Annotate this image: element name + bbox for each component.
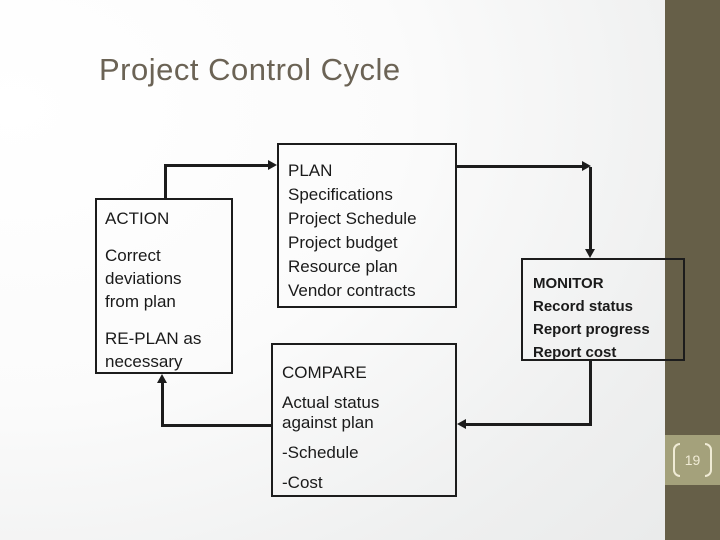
monitor-to-compare-connector: [589, 361, 592, 423]
page-number-badge: 19: [665, 435, 720, 485]
compare-to-action-connector: [161, 383, 164, 427]
plan-box-item: Project Schedule: [288, 209, 417, 228]
arrowhead-into-action-icon: [157, 374, 167, 383]
plan-box: PLAN Specifications Project Schedule Pro…: [277, 143, 457, 308]
monitor-box-item: Report progress: [533, 321, 650, 338]
arrowhead-into-plan-icon: [268, 160, 277, 170]
page-number: 19: [684, 452, 701, 468]
monitor-box-item: Report cost: [533, 344, 617, 361]
arrowhead-into-compare-icon: [457, 419, 466, 429]
plan-box-item: Project budget: [288, 233, 398, 252]
arrowhead-into-monitor-icon: [585, 249, 595, 258]
plan-box-item: Vendor contracts: [288, 281, 416, 300]
compare-to-action-connector: [161, 424, 271, 427]
right-bracket-icon: [705, 443, 713, 477]
compare-box-paragraph: Actual status against plan: [282, 393, 380, 432]
monitor-to-compare-connector: [466, 423, 592, 426]
plan-box-title: PLAN: [288, 161, 333, 180]
monitor-box-title: MONITOR: [533, 275, 604, 292]
monitor-box: MONITOR Record status Report progress Re…: [521, 258, 685, 361]
plan-to-monitor-connector: [589, 167, 592, 250]
slide-title: Project Control Cycle: [99, 52, 401, 87]
action-box-paragraph: RE-PLAN as necessary: [105, 329, 202, 371]
plan-to-monitor-connector: [457, 165, 582, 168]
action-box-title: ACTION: [105, 209, 170, 228]
arrowhead-corner-right-icon: [582, 161, 591, 171]
action-box: ACTION Correct deviations from plan RE-P…: [95, 198, 233, 374]
compare-box-title: COMPARE: [282, 363, 367, 382]
plan-box-item: Resource plan: [288, 257, 398, 276]
monitor-box-item: Record status: [533, 298, 634, 315]
compare-box-item: -Cost: [282, 473, 323, 492]
action-to-plan-connector: [164, 164, 167, 198]
action-to-plan-connector: [164, 164, 268, 167]
left-bracket-icon: [672, 443, 680, 477]
compare-box-item: -Schedule: [282, 443, 359, 462]
plan-box-item: Specifications: [288, 185, 393, 204]
compare-box: COMPARE Actual status against plan -Sche…: [271, 343, 457, 497]
action-box-paragraph: Correct deviations from plan: [105, 246, 182, 311]
